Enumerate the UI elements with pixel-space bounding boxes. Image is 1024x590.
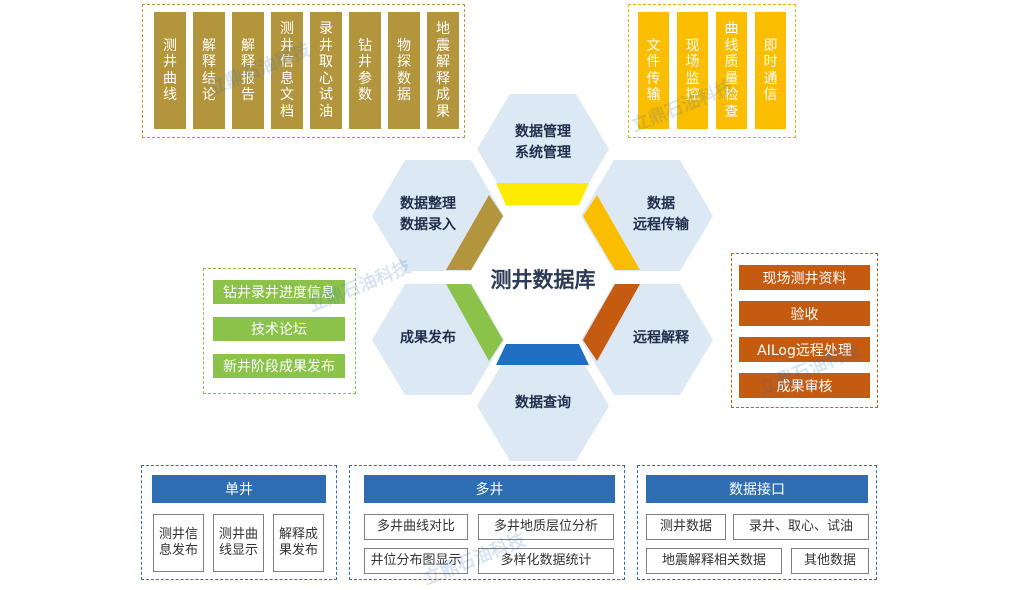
multi-well-title[interactable]: 多井 bbox=[364, 475, 615, 503]
top-left-tile-label: 物探数据 bbox=[397, 37, 411, 104]
connector-blue bbox=[496, 344, 589, 365]
data-interface-item[interactable]: 地震解释相关数据 bbox=[646, 548, 782, 574]
top-left-tile[interactable]: 钻井参数 bbox=[349, 12, 381, 129]
multi-well-item[interactable]: 多井曲线对比 bbox=[364, 514, 468, 540]
right-item[interactable]: 验收 bbox=[739, 301, 870, 326]
top-right-tile[interactable]: 即时通信 bbox=[755, 12, 786, 129]
hex-label-bottom: 数据查询 bbox=[515, 395, 571, 411]
hex-label-top-right: 数据 远程传输 bbox=[633, 196, 689, 233]
top-left-tile[interactable]: 地震解释成果 bbox=[427, 12, 459, 129]
hexagon-top[interactable] bbox=[477, 94, 609, 205]
top-left-tile[interactable]: 解释报告 bbox=[232, 12, 264, 129]
top-right-group-frame: 文件传输 现场监控 曲线质量检查 即时通信 bbox=[628, 4, 796, 138]
top-right-tile[interactable]: 文件传输 bbox=[638, 12, 669, 129]
top-right-tile-label: 现场监控 bbox=[685, 37, 700, 104]
top-left-tile[interactable]: 解释结论 bbox=[193, 12, 225, 129]
hex-label-bottom-left: 成果发布 bbox=[400, 330, 456, 346]
top-left-tile-label: 测井信息文档 bbox=[280, 21, 294, 120]
multi-well-item[interactable]: 多样化数据统计 bbox=[478, 548, 614, 574]
top-left-tile[interactable]: 录井取心试油 bbox=[310, 12, 342, 129]
hex-label-bottom-right: 远程解释 bbox=[633, 330, 689, 346]
hexagon-bottom[interactable] bbox=[477, 350, 609, 461]
data-interface-item[interactable]: 测井数据 bbox=[646, 514, 726, 540]
left-item[interactable]: 钻井录井进度信息 bbox=[213, 280, 345, 304]
top-left-group-frame: 测井曲线 解释结论 解释报告 测井信息文档 录井取心试油 钻井参数 物探数据 地震解释成果 bbox=[142, 4, 465, 138]
top-left-tile-label: 录井取心试油 bbox=[319, 21, 333, 120]
top-left-tile[interactable]: 物探数据 bbox=[388, 12, 420, 129]
top-left-tile-label: 地震解释成果 bbox=[436, 21, 450, 120]
single-well-frame: 单井 测井信息发布测井曲线显示解释成果发布 bbox=[141, 465, 337, 580]
top-right-tile-label: 曲线质量检查 bbox=[724, 21, 739, 120]
right-group-frame: 现场测井资料验收 AILog远程处理成果审核 bbox=[731, 253, 878, 408]
top-right-tile[interactable]: 现场监控 bbox=[677, 12, 708, 129]
hex-label-top-left: 数据整理 数据录入 bbox=[400, 196, 456, 233]
left-group-frame: 钻井录井进度信息技术论坛新井阶段成果发布 bbox=[203, 268, 356, 394]
left-item[interactable]: 技术论坛 bbox=[213, 317, 345, 341]
center-title: 测井数据库 bbox=[490, 268, 596, 292]
multi-well-frame: 多井 多井曲线对比多井地质层位分析井位分布图显示多样化数据统计 bbox=[349, 465, 625, 580]
data-interface-item[interactable]: 录井、取心、试油 bbox=[733, 514, 869, 540]
top-right-tile-label: 即时通信 bbox=[763, 37, 778, 104]
left-item[interactable]: 新井阶段成果发布 bbox=[213, 354, 345, 378]
top-left-tile-label: 解释结论 bbox=[202, 37, 216, 104]
top-left-tile[interactable]: 测井信息文档 bbox=[271, 12, 303, 129]
single-well-item[interactable]: 测井曲线显示 bbox=[213, 514, 264, 572]
hex-label-top: 数据管理 系统管理 bbox=[515, 124, 571, 161]
top-left-tile-label: 测井曲线 bbox=[163, 37, 177, 104]
connector-gold bbox=[583, 195, 640, 270]
connector-yellow bbox=[496, 183, 589, 205]
single-well-item[interactable]: 解释成果发布 bbox=[273, 514, 324, 572]
right-item[interactable]: 现场测井资料 bbox=[739, 265, 870, 290]
top-right-tile-label: 文件传输 bbox=[646, 37, 661, 104]
top-left-tile-label: 钻井参数 bbox=[358, 37, 372, 104]
multi-well-item[interactable]: 井位分布图显示 bbox=[364, 548, 468, 574]
right-item[interactable]: 成果审核 bbox=[739, 373, 870, 398]
multi-well-item[interactable]: 多井地质层位分析 bbox=[478, 514, 614, 540]
data-interface-title[interactable]: 数据接口 bbox=[646, 475, 868, 503]
single-well-title[interactable]: 单井 bbox=[152, 475, 326, 503]
connector-green bbox=[446, 284, 503, 361]
top-left-tile-label: 解释报告 bbox=[241, 37, 255, 104]
data-interface-item[interactable]: 其他数据 bbox=[791, 548, 869, 574]
data-interface-frame: 数据接口 测井数据录井、取心、试油地震解释相关数据其他数据 bbox=[637, 465, 877, 580]
connector-olive bbox=[446, 195, 503, 270]
top-left-tile[interactable]: 测井曲线 bbox=[154, 12, 186, 129]
top-right-tile[interactable]: 曲线质量检查 bbox=[716, 12, 747, 129]
right-item[interactable]: AILog远程处理 bbox=[739, 337, 870, 362]
single-well-item[interactable]: 测井信息发布 bbox=[153, 514, 204, 572]
connector-orange bbox=[583, 284, 640, 361]
